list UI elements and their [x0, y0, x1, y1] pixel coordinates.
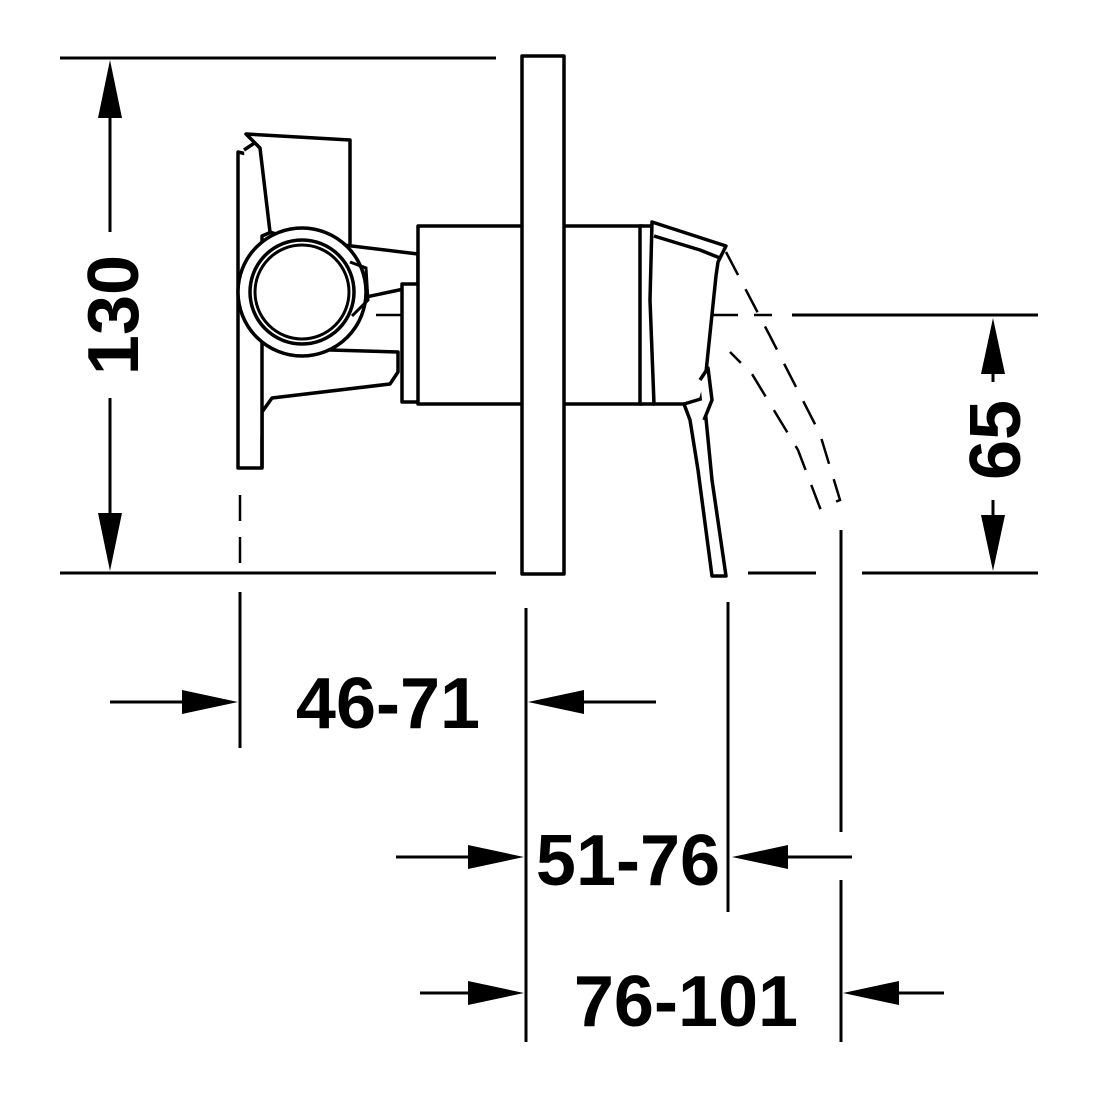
wall-plate: [520, 54, 566, 576]
dimension-label-65: 65: [956, 400, 1036, 480]
arrow-left-icon: [843, 981, 899, 1005]
arrow-up-icon: [981, 318, 1005, 374]
arrow-left-icon: [732, 845, 788, 869]
arrow-left-icon: [528, 690, 584, 714]
arrow-up-icon: [98, 60, 122, 118]
dimension-lever-swing-projection: 76-101: [420, 962, 944, 1042]
dimension-axis-height: 65: [956, 318, 1036, 571]
dimension-label-76-101: 76-101: [574, 962, 798, 1042]
arrow-right-icon: [468, 845, 524, 869]
dimension-wall-depth: 46-71: [110, 664, 656, 744]
lever-handle: [638, 220, 728, 578]
dimension-label-51-76: 51-76: [536, 821, 720, 901]
arrow-down-icon: [981, 515, 1005, 571]
arrow-right-icon: [182, 690, 238, 714]
dimension-label-46-71: 46-71: [296, 664, 480, 744]
arrow-down-icon: [98, 513, 122, 571]
lever-swing-outline: [724, 251, 842, 510]
arrow-right-icon: [468, 981, 524, 1005]
dimension-lever-projection: 51-76: [396, 821, 852, 901]
dimension-overall-height: 130: [74, 60, 154, 571]
dimension-label-130: 130: [74, 255, 154, 375]
valve-port: [236, 226, 370, 358]
